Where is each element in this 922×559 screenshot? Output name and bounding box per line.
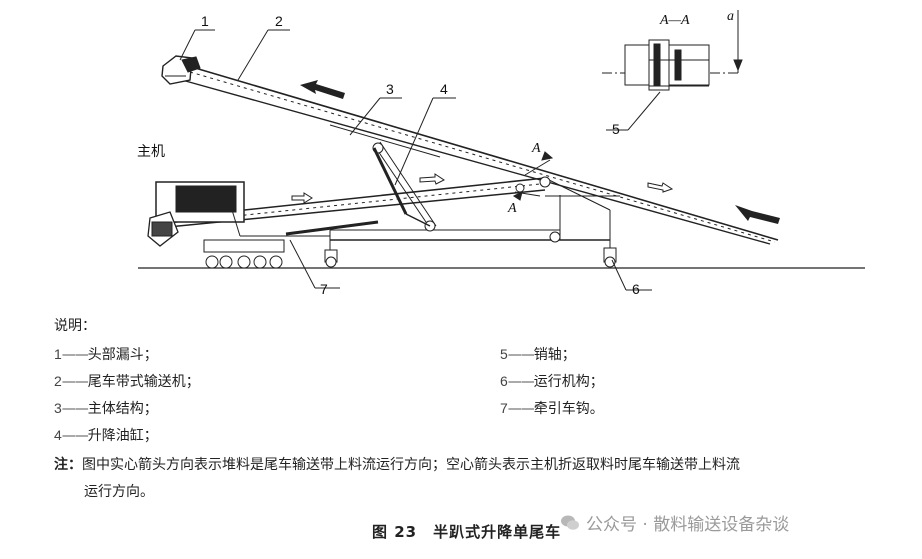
- section-title: A—A: [659, 13, 690, 28]
- legend-title: 说明：: [54, 318, 96, 334]
- main-structure: [329, 141, 620, 262]
- solid-arrow-upper: [300, 80, 345, 99]
- watermark: 公众号 · 散料输送设备杂谈: [560, 510, 789, 535]
- head-funnel: [161, 55, 201, 85]
- conveyor-diagram: 1 2 3 4 5 6 7 主机 A—A a A A: [137, 9, 865, 297]
- wechat-icon: [561, 515, 579, 530]
- legend-item: 4——升降油缸；: [54, 427, 158, 444]
- host-wheels: [203, 239, 285, 269]
- figure-caption: 图 23 半趴式升降单尾车: [372, 523, 562, 541]
- legend-item: 2——尾车带式输送机；: [54, 373, 200, 390]
- section-marker-lower: A: [507, 201, 517, 216]
- hollow-arrows: [291, 173, 674, 204]
- tail-wheels: [324, 247, 617, 268]
- callout-4: 4: [440, 81, 448, 97]
- section-marker-upper: A: [531, 141, 541, 156]
- host-label: 主机: [137, 144, 165, 160]
- host-machine: [147, 181, 330, 247]
- legend-item: 5——销轴；: [500, 346, 576, 363]
- section-marks: [513, 151, 554, 201]
- callout-6: 6: [632, 281, 640, 297]
- callout-leaders: [179, 29, 661, 291]
- callout-1: 1: [201, 13, 209, 29]
- note-tag: 注：: [54, 457, 82, 473]
- callout-7: 7: [320, 281, 328, 297]
- tail-conveyor: [181, 64, 779, 245]
- note-line-2: 运行方向。: [84, 484, 154, 500]
- legend-item: 6——运行机构；: [500, 373, 604, 390]
- lifting-cylinder: [285, 147, 431, 236]
- note-line-1: 图中实心箭头方向表示堆料是尾车输送带上料流运行方向；空心箭头表示主机折返取料时尾…: [82, 457, 740, 473]
- callout-5: 5: [612, 121, 620, 137]
- dim-label: a: [727, 9, 734, 24]
- legend-item: 1——头部漏斗；: [54, 346, 158, 363]
- watermark-text: 公众号 · 散料输送设备杂谈: [586, 515, 790, 535]
- note: 注：图中实心箭头方向表示堆料是尾车输送带上料流运行方向；空心箭头表示主机折返取料…: [54, 452, 904, 506]
- legend-item: 3——主体结构；: [54, 400, 158, 417]
- callout-3: 3: [386, 81, 394, 97]
- callout-2: 2: [275, 13, 283, 29]
- solid-arrow-right: [735, 205, 780, 224]
- legend-item: 7——牵引车钩。: [500, 400, 604, 417]
- section-aa-detail: [602, 10, 743, 91]
